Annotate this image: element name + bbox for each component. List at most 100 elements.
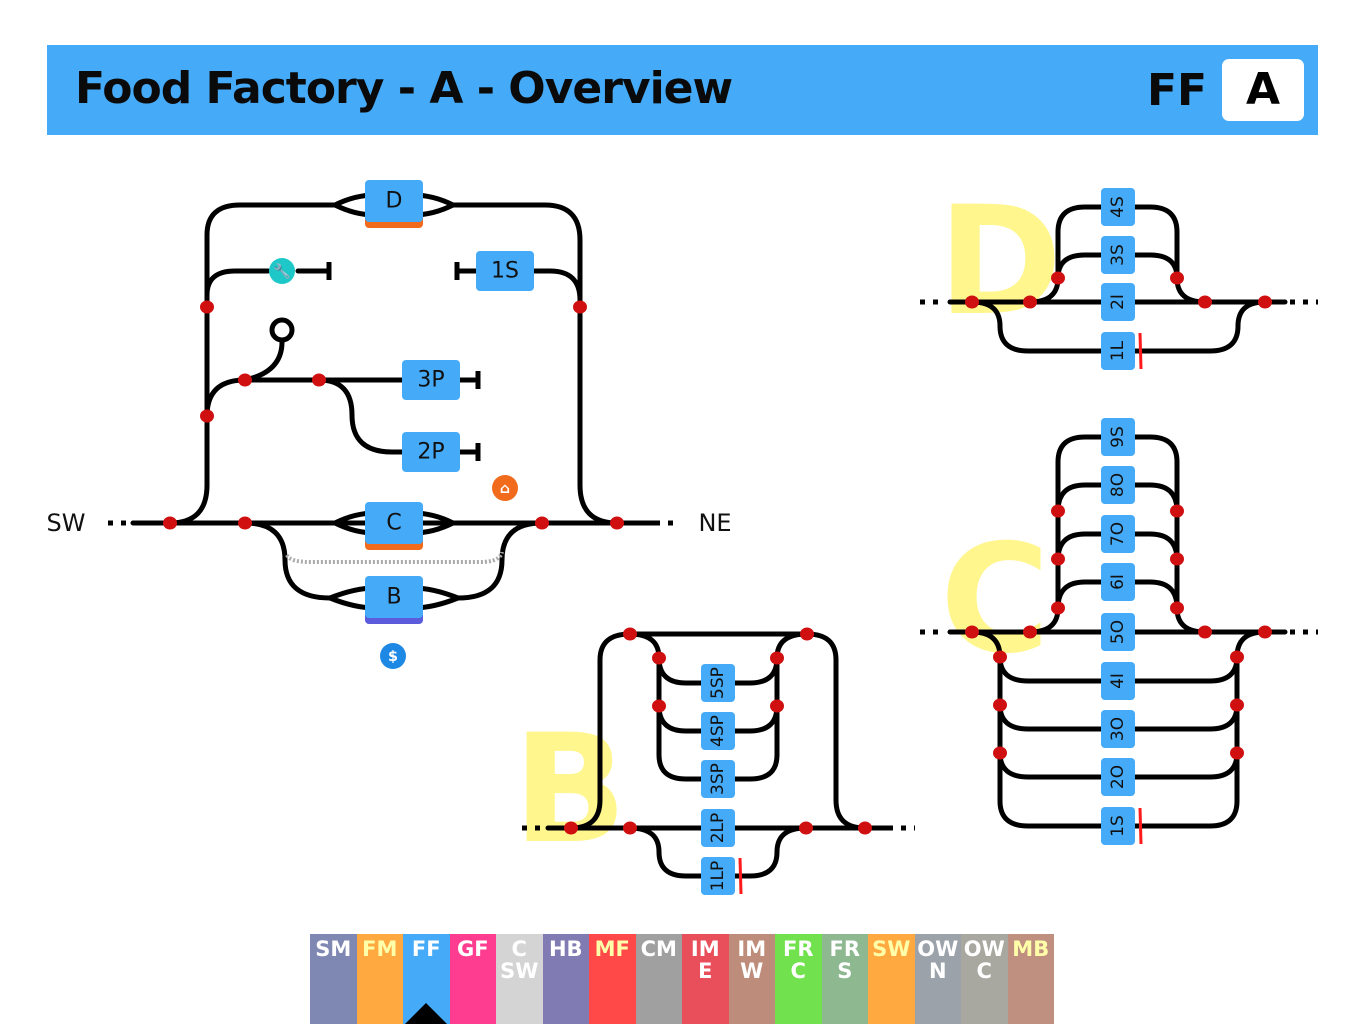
nav-item-mb[interactable]: MB [1007, 934, 1054, 1024]
switch-node[interactable] [799, 821, 813, 835]
track-label: 3O [1108, 717, 1128, 741]
switch-node[interactable] [1170, 601, 1184, 615]
siding-3p[interactable]: 3P [402, 360, 460, 400]
yard-c-track-3O[interactable]: 3O [1101, 710, 1135, 748]
wrench-icon[interactable]: 🔧 [269, 258, 295, 284]
yard-c-track-7O[interactable]: 7O [1101, 515, 1135, 553]
nav-item-sw[interactable]: SW [868, 934, 915, 1024]
platform-c[interactable]: C [365, 502, 423, 550]
track-label-box [1101, 418, 1135, 456]
switch-node[interactable] [623, 821, 637, 835]
dollar-icon[interactable]: $ [380, 643, 406, 669]
switch-node[interactable] [800, 627, 814, 641]
siding-1s[interactable]: 1S [476, 251, 534, 291]
yard-b-track-5SP[interactable]: 5SP [701, 664, 735, 702]
switch-node[interactable] [1230, 650, 1244, 664]
switch-node[interactable] [610, 516, 624, 530]
switch-node[interactable] [1258, 625, 1272, 639]
yard-b-track-4SP[interactable]: 4SP [701, 712, 735, 750]
nav-item-sm[interactable]: SM [310, 934, 357, 1024]
switch-node[interactable] [993, 746, 1007, 760]
switch-node[interactable] [238, 373, 252, 387]
yard-d-track-4S[interactable]: 4S [1101, 188, 1135, 226]
switch-node[interactable] [1023, 625, 1037, 639]
switch-node[interactable] [312, 373, 326, 387]
switch-node[interactable] [1230, 698, 1244, 712]
switch-node[interactable] [1258, 295, 1272, 309]
switch-node[interactable] [1198, 625, 1212, 639]
track-label: C [386, 511, 401, 536]
nav-item-cm[interactable]: CM [635, 934, 682, 1024]
switch-node[interactable] [965, 625, 979, 639]
switch-node[interactable] [200, 409, 214, 423]
switch-node[interactable] [858, 821, 872, 835]
switch-node[interactable] [1023, 295, 1037, 309]
nav-item-label: MF [594, 937, 630, 961]
switch-node[interactable] [770, 699, 784, 713]
switch-node[interactable] [1170, 271, 1184, 285]
nav-item-mf[interactable]: MF [589, 934, 636, 1024]
nav-item-fm[interactable]: FM [356, 934, 403, 1024]
switch-node[interactable] [564, 821, 578, 835]
track-label: 7O [1108, 522, 1128, 546]
yard-d-track-3S[interactable]: 3S [1101, 236, 1135, 274]
switch-node[interactable] [535, 516, 549, 530]
yard-d-track-2I[interactable]: 2I [1101, 283, 1135, 321]
platform-b[interactable]: B [365, 576, 423, 624]
track-label: 1L [1108, 340, 1128, 361]
yard-b-track-1LP[interactable]: 1LP [701, 857, 735, 895]
switch-node[interactable] [1051, 271, 1065, 285]
switch-node[interactable] [1051, 601, 1065, 615]
siding-2p[interactable]: 2P [402, 432, 460, 472]
switch-node[interactable] [200, 300, 214, 314]
yard-c-track-8O[interactable]: 8O [1101, 466, 1135, 504]
switch-node[interactable] [1230, 746, 1244, 760]
nav-item-label: N [928, 959, 947, 983]
switch-node[interactable] [573, 300, 587, 314]
nav-item-gf[interactable]: GF [449, 934, 496, 1024]
switch-node[interactable] [1170, 552, 1184, 566]
yard-b-track-2LP[interactable]: 2LP [701, 809, 735, 847]
switch-node[interactable] [652, 651, 666, 665]
nav-item-hb[interactable]: HB [542, 934, 589, 1024]
switch-node[interactable] [163, 516, 177, 530]
switch-node[interactable] [238, 516, 252, 530]
yard-c-track-4I[interactable]: 4I [1101, 662, 1135, 700]
switch-node[interactable] [965, 295, 979, 309]
switch-node[interactable] [993, 650, 1007, 664]
track-label: 3SP [708, 763, 728, 795]
yard-c-track-5O[interactable]: 5O [1101, 613, 1135, 651]
switch-node[interactable] [1170, 504, 1184, 518]
yard-d-track-1L[interactable]: 1L [1101, 332, 1135, 370]
spur-loop [242, 339, 285, 383]
switch-node[interactable] [1051, 504, 1065, 518]
yard-b-track-3SP[interactable]: 3SP [701, 760, 735, 798]
track-label: 3P [417, 368, 444, 393]
switch-node[interactable] [993, 698, 1007, 712]
direction-label-sw: SW [47, 509, 86, 537]
nav-item-ff[interactable]: FF [403, 934, 450, 1024]
track-label-box [701, 760, 735, 798]
switch-node[interactable] [1051, 552, 1065, 566]
platform-d[interactable]: D [365, 180, 423, 228]
home-icon[interactable]: ⌂ [492, 475, 518, 501]
switch-node[interactable] [652, 699, 666, 713]
switch-node[interactable] [1198, 295, 1212, 309]
yard-c-track-9S[interactable]: 9S [1101, 418, 1135, 456]
yard-c-track-2O[interactable]: 2O [1101, 758, 1135, 796]
variant-badge[interactable]: A [1222, 59, 1304, 121]
switch-node[interactable] [770, 651, 784, 665]
yard-c-track-6I[interactable]: 6I [1101, 563, 1135, 601]
loop-b-right [410, 520, 545, 601]
yard-c-track-1S[interactable]: 1S [1101, 807, 1135, 845]
track-label-box [476, 251, 534, 291]
switch-node[interactable] [623, 627, 637, 641]
